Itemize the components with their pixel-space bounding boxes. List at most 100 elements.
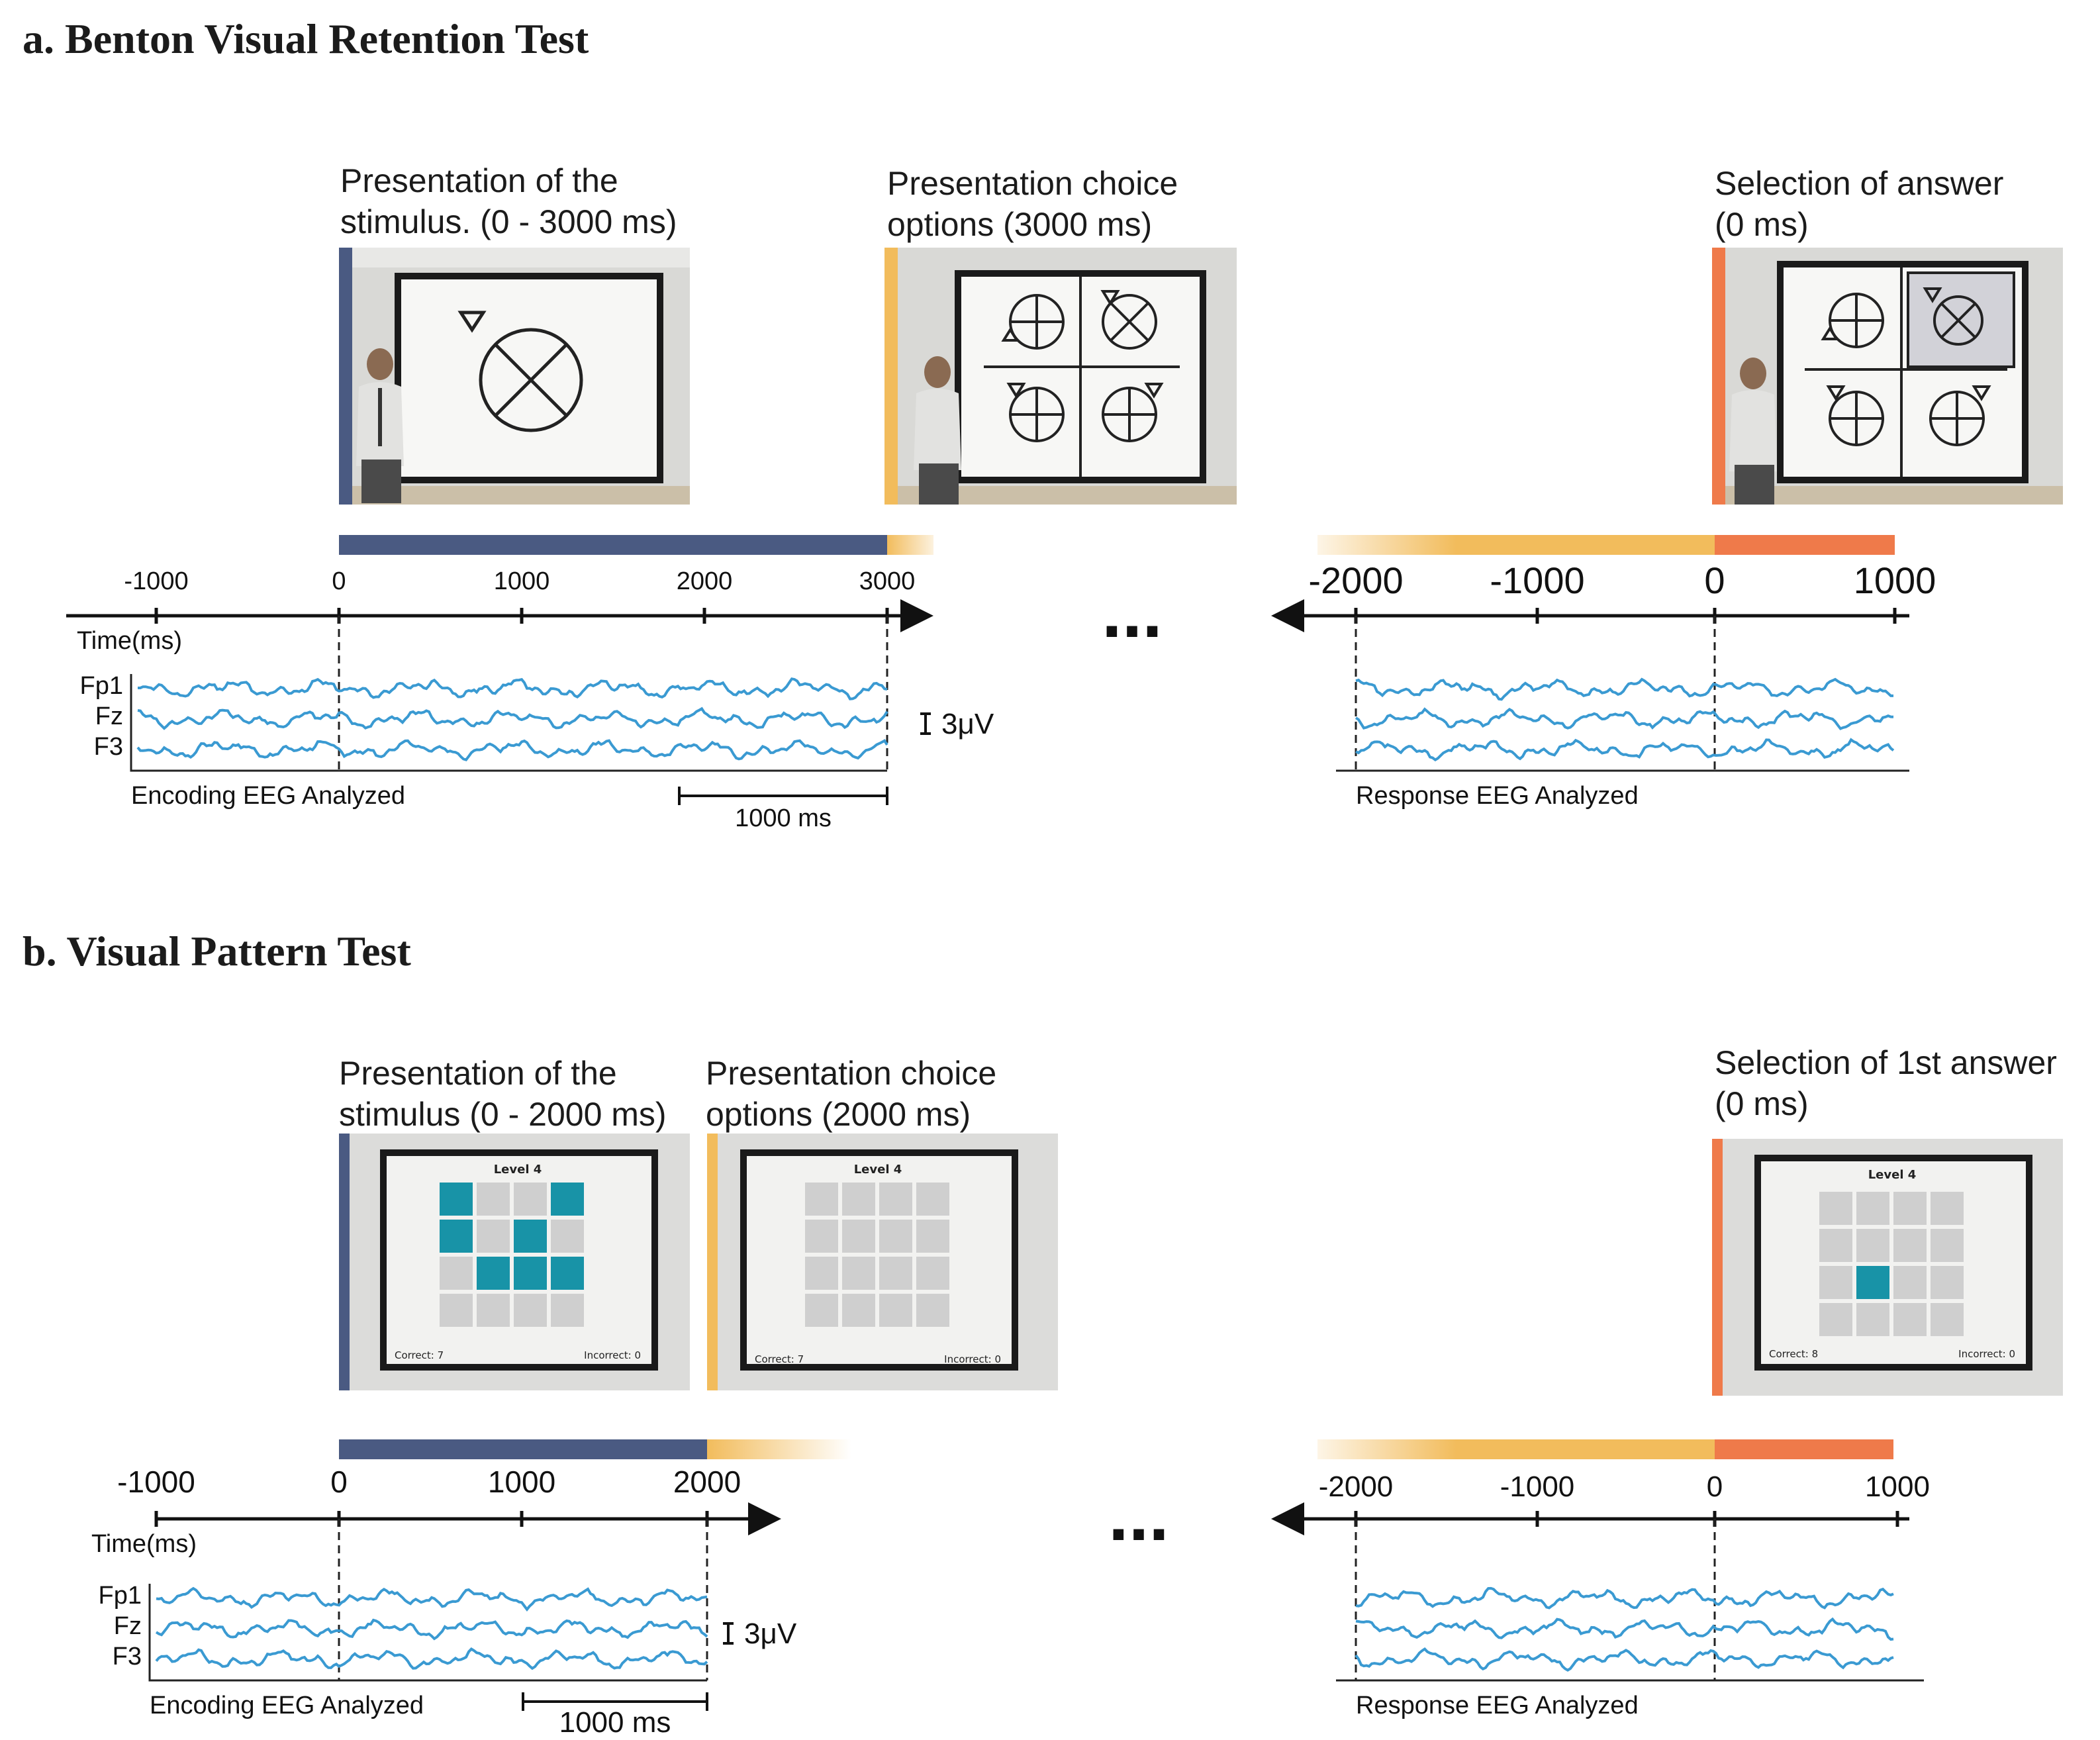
time-scale-bar (522, 1692, 708, 1711)
pattern-tile (477, 1220, 510, 1253)
pattern-tile (1931, 1229, 1964, 1262)
pattern-grid (440, 1183, 584, 1327)
pattern-tile (551, 1183, 584, 1216)
eeg-channel-label: Fz (114, 1612, 142, 1640)
choice-color-strip (884, 248, 898, 505)
b-stimulus-caption: Presentation of the stimulus (0 - 2000 m… (339, 1053, 667, 1135)
amplitude-scale-bar (920, 712, 931, 735)
pattern-tile (551, 1294, 584, 1327)
a-choice-caption: Presentation choice options (3000 ms) (887, 163, 1178, 245)
axis-tick-label: 0 (1704, 559, 1725, 601)
pattern-tile (916, 1294, 949, 1327)
encoding-color-strip (339, 1134, 350, 1390)
pattern-tile (551, 1257, 584, 1290)
pattern-tile (879, 1183, 912, 1216)
pattern-tile (879, 1294, 912, 1327)
pattern-tile (842, 1294, 875, 1327)
eeg-channel-label: Fz (95, 702, 123, 730)
presenter-figure (914, 356, 961, 505)
pattern-tile (879, 1220, 912, 1253)
pattern-tile (1819, 1192, 1852, 1225)
presenter-figure (1729, 358, 1777, 505)
pattern-tile (805, 1183, 838, 1216)
caption-line: options (3000 ms) (887, 206, 1153, 243)
eeg-frame (148, 1584, 707, 1682)
response-eeg-label: Response EEG Analyzed (1356, 1692, 1639, 1719)
level-label: Level 4 (854, 1163, 902, 1177)
choice-phase-bar (1317, 1439, 1715, 1459)
caption-line: Presentation of the (340, 162, 618, 199)
incorrect-count: Incorrect: 0 (1958, 1348, 2015, 1360)
pattern-tile (916, 1257, 949, 1290)
eeg-trace (138, 677, 888, 701)
axis-tick-label: -1000 (124, 567, 188, 595)
pattern-tile (842, 1220, 875, 1253)
a-choice-scene (884, 248, 1237, 505)
caption-line: stimulus. (0 - 3000 ms) (340, 203, 677, 240)
caption-line: Selection of answer (1715, 165, 2004, 202)
time-axis-label: Time(ms) (77, 627, 182, 655)
pattern-tile (1819, 1303, 1852, 1336)
b-choice-scene: Level 4 Correct: 7 Incorrect: 0 (707, 1134, 1058, 1390)
amplitude-scale-label: 3μV (744, 1618, 797, 1650)
pattern-tile (1819, 1229, 1852, 1262)
pattern-grid (805, 1183, 949, 1327)
correct-count: Correct: 7 (395, 1349, 444, 1361)
ellipsis: ... (1108, 1474, 1169, 1556)
axis-tick-label: 0 (330, 1465, 348, 1499)
pattern-tile (1893, 1266, 1927, 1299)
eeg-trace (156, 1586, 708, 1612)
pattern-tile (805, 1257, 838, 1290)
time-scale-label: 1000 ms (559, 1706, 671, 1739)
axis-tick-label: -2000 (1308, 559, 1403, 601)
level-label: Level 4 (494, 1163, 542, 1177)
caption-line: options (2000 ms) (706, 1096, 971, 1133)
axis-tick-label: 1000 (494, 567, 550, 595)
pattern-tile (1893, 1192, 1927, 1225)
response-phase-bar (1715, 1439, 1893, 1459)
b-answer-caption: Selection of 1st answer (0 ms) (1715, 1042, 2057, 1124)
choice-phase-bar (887, 535, 933, 555)
eeg-channel-label: Fp1 (99, 1582, 142, 1610)
eeg-channel-label: F3 (113, 1643, 142, 1670)
amplitude-scale-label: 3μV (941, 708, 994, 740)
a-stimulus-caption: Presentation of the stimulus. (0 - 3000 … (340, 160, 677, 242)
a-stimulus-panel (339, 248, 690, 505)
correct-count: Correct: 8 (1769, 1348, 1818, 1360)
encoding-phase-bar (339, 535, 887, 555)
correct-count: Correct: 7 (755, 1353, 804, 1365)
b-choice-caption: Presentation choice options (2000 ms) (706, 1053, 996, 1135)
presenter-figure (356, 348, 404, 503)
response-color-strip (1712, 1139, 1723, 1396)
time-axis-label: Time(ms) (91, 1530, 197, 1558)
pattern-tile (916, 1220, 949, 1253)
axis-tick-label: -1000 (1500, 1471, 1575, 1503)
pattern-tile (514, 1220, 547, 1253)
eeg-trace (1355, 707, 1894, 730)
b-answer-panel: Level 4 Correct: 8 Incorrect: 0 (1712, 1139, 2063, 1396)
ellipsis: ... (1102, 571, 1163, 653)
caption-line: Presentation choice (887, 165, 1178, 202)
amplitude-scale-bar (723, 1622, 734, 1645)
eeg-trace (137, 706, 888, 730)
encoding-phase-bar (339, 1439, 707, 1459)
choice-color-strip (707, 1134, 718, 1390)
pattern-tile (805, 1220, 838, 1253)
section-a-title: a. Benton Visual Retention Test (23, 15, 589, 62)
pattern-tile (879, 1257, 912, 1290)
pattern-tile (1856, 1303, 1889, 1336)
response-color-strip (1712, 248, 1725, 505)
pattern-tile (1856, 1266, 1889, 1299)
axis-tick-label: 0 (1707, 1471, 1723, 1503)
caption-line: Selection of 1st answer (1715, 1044, 2057, 1081)
pattern-tile (440, 1220, 473, 1253)
incorrect-count: Incorrect: 0 (944, 1353, 1001, 1365)
caption-line: (0 ms) (1715, 206, 1809, 243)
pattern-tile (1893, 1303, 1927, 1336)
pattern-tile (916, 1183, 949, 1216)
a-choice-panel (884, 248, 1237, 505)
axis-tick-label: -1000 (117, 1465, 195, 1499)
caption-line: Presentation choice (706, 1055, 997, 1092)
pattern-tile (1819, 1266, 1852, 1299)
